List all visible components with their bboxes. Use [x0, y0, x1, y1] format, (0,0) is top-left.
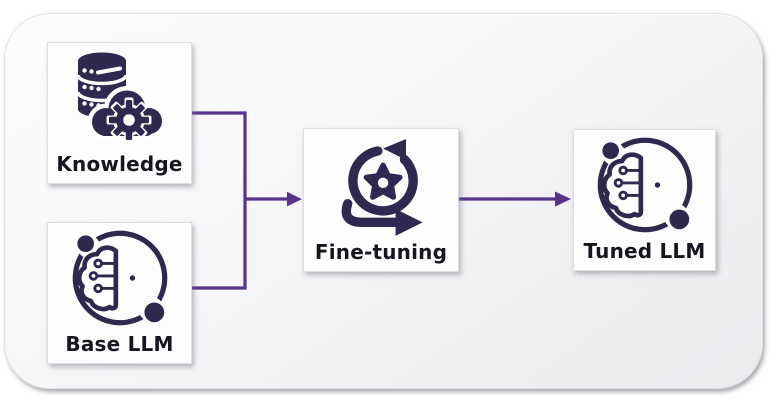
node-knowledge: Knowledge [47, 42, 192, 184]
node-fine-tuning: Fine-tuning [303, 128, 459, 272]
node-label: Tuned LLM [583, 239, 706, 263]
node-label: Fine-tuning [314, 240, 448, 264]
node-label: Base LLM [65, 332, 174, 356]
node-label: Knowledge [56, 152, 183, 176]
ai-brain-gear-icon [72, 230, 167, 326]
node-base-llm: Base LLM [47, 222, 192, 364]
node-tuned-llm: Tuned LLM [573, 129, 716, 271]
database-cloud-gear-icon [75, 52, 166, 143]
iteration-loop-gear-icon [341, 139, 423, 236]
ai-brain-gear-icon [597, 137, 692, 233]
